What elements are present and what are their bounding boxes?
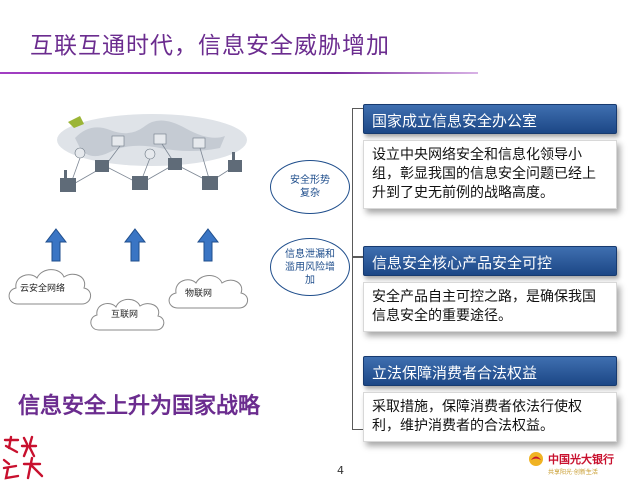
slide-title: 互联互通时代，信息安全威胁增加 xyxy=(30,33,390,59)
card-header: 国家成立信息安全办公室 xyxy=(363,104,617,134)
page-number: 4 xyxy=(337,464,344,477)
card-body: 设立中央网络安全和信息化领导小组，彰显我国的信息安全问题已经上升到了史无前例的战… xyxy=(363,140,617,209)
card-security-office: 国家成立信息安全办公室 设立中央网络安全和信息化领导小组，彰显我国的信息安全问题… xyxy=(363,104,617,209)
card-body: 安全产品自主可控之路，是确保我国信息安全的重要途径。 xyxy=(363,282,617,332)
bracket-connector xyxy=(352,256,367,430)
bank-tagline: 共享阳光·创新生活 xyxy=(548,469,598,476)
network-illustration xyxy=(57,114,247,192)
up-arrow-icon xyxy=(124,228,146,262)
cloud-shape xyxy=(168,275,248,309)
cloud-label-iot: 物联网 xyxy=(185,289,213,299)
title-underline xyxy=(0,72,478,74)
slogan-text: 信息安全上升为国家战略 xyxy=(18,394,261,419)
card-consumer-rights: 立法保障消费者合法权益 采取措施，保障消费者依法行使权利，维护消费者的合法权益。 xyxy=(363,356,617,442)
threat-oval-leakage: 信息泄漏和滥用风险增加 xyxy=(270,238,350,296)
calligraphy-logo-icon xyxy=(2,435,44,480)
cloud-shape xyxy=(90,298,165,331)
threat-oval-complex: 安全形势复杂 xyxy=(270,160,350,214)
cloud-label-cloud-security: 云安全网络 xyxy=(20,284,66,294)
cloud-shape xyxy=(8,269,91,305)
up-arrow-icon xyxy=(197,228,219,262)
cloud-label-internet: 互联网 xyxy=(111,310,139,320)
card-header: 信息安全核心产品安全可控 xyxy=(363,246,617,276)
bracket-connector xyxy=(352,108,367,258)
bank-logo-icon xyxy=(529,452,543,466)
card-core-products: 信息安全核心产品安全可控 安全产品自主可控之路，是确保我国信息安全的重要途径。 xyxy=(363,246,617,332)
threat-label-leakage: 信息泄漏和滥用风险增加 xyxy=(285,248,335,286)
bank-name: 中国光大银行 xyxy=(548,453,614,466)
bank-brand: 中国光大银行 xyxy=(528,451,614,467)
card-header: 立法保障消费者合法权益 xyxy=(363,356,617,386)
up-arrow-icon xyxy=(45,228,67,262)
card-body: 采取措施，保障消费者依法行使权利，维护消费者的合法权益。 xyxy=(363,392,617,442)
threat-label-complex: 安全形势复杂 xyxy=(290,175,330,199)
